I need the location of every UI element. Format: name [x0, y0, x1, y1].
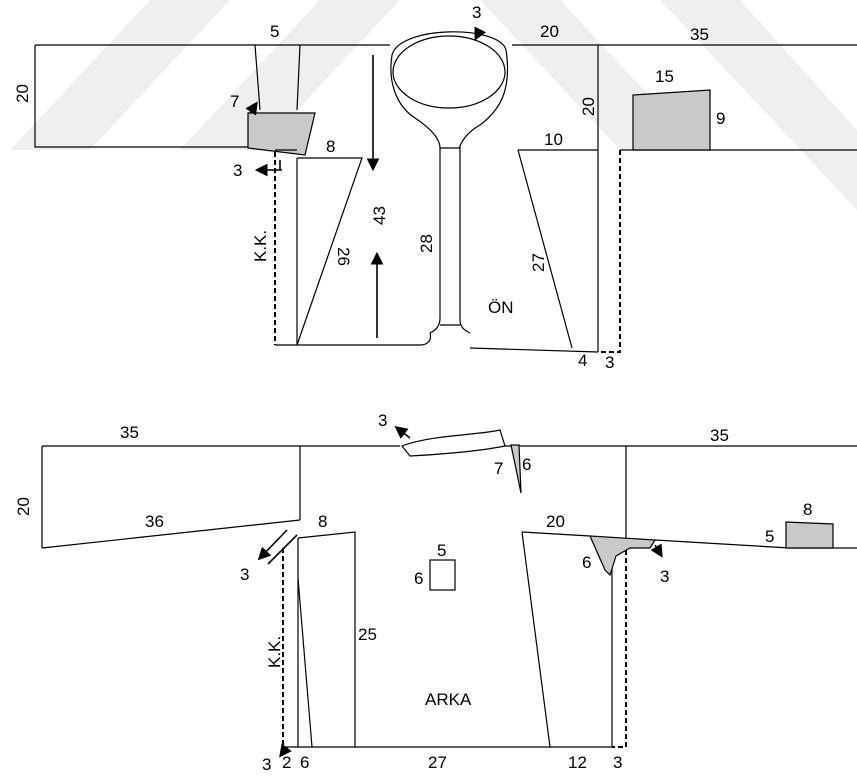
back-label-left-height: 20	[14, 497, 33, 516]
front-pocket-left	[247, 112, 316, 156]
back-label-dart-len: 25	[358, 625, 377, 644]
back-neck-dart	[510, 444, 522, 494]
back-label-side: K.K.	[265, 636, 284, 668]
back-label-sleeve-right: 35	[710, 426, 729, 445]
front-label-length: 43	[370, 206, 389, 225]
front-label-dart-right: 27	[529, 253, 548, 272]
watermark-stripes	[10, 0, 857, 210]
back-pocket	[429, 559, 456, 591]
back-pocket-right	[785, 521, 834, 549]
back-label-bottom-27: 27	[428, 753, 447, 772]
back-label-bottom-6: 6	[300, 753, 309, 772]
front-label-dart-top-right: 10	[544, 130, 563, 149]
front-label-placket: 28	[417, 234, 436, 253]
front-pocket-right	[632, 89, 711, 151]
back-label-bottom-12: 12	[568, 753, 587, 772]
back-label-sleeve-left: 35	[120, 423, 139, 442]
front-piece-name: ÖN	[488, 298, 514, 317]
back-label-bottom-2: 2	[282, 753, 291, 772]
front-label-bottom-4: 4	[578, 351, 587, 370]
front-label-shoulder-right: 20	[540, 22, 559, 41]
front-label-dart-top: 8	[326, 137, 335, 156]
front-piece	[34, 26, 857, 353]
back-label-pocket-right-h: 5	[765, 527, 774, 546]
back-label-collar-arrow: 3	[378, 411, 387, 430]
front-label-arrow-left: 3	[233, 161, 242, 180]
front-label-bottom-3: 3	[605, 353, 614, 372]
back-piece-name: ARKA	[425, 690, 472, 709]
back-gusset	[589, 535, 657, 577]
back-label-pocket-right-w: 8	[803, 500, 812, 519]
back-label-arrow-right: 3	[660, 567, 669, 586]
front-label-sleeve: 35	[690, 25, 709, 44]
back-piece	[41, 426, 857, 758]
front-label-pocket-width: 15	[655, 67, 674, 86]
back-label-dart-top: 8	[318, 512, 327, 531]
back-label-bottom-3a: 3	[262, 755, 271, 774]
back-label-neck-dart-width: 6	[522, 455, 531, 474]
back-label-bottom-3b: 3	[613, 753, 622, 772]
front-collar	[390, 31, 509, 149]
back-label-pocket-w: 5	[437, 541, 446, 560]
front-label-dart-left: 26	[334, 247, 353, 266]
back-label-gusset: 6	[582, 553, 591, 572]
front-label-shoulder: 5	[270, 22, 279, 41]
front-label-pocket-height: 9	[716, 109, 725, 128]
back-label-sleeve-slope: 36	[145, 512, 164, 531]
front-label-right-height: 20	[579, 97, 598, 116]
back-label-pocket-h: 6	[414, 569, 423, 588]
back-label-arrow-left: 3	[240, 565, 249, 584]
back-label-shoulder-right: 20	[546, 512, 565, 531]
front-label-pocket-left: 7	[230, 92, 239, 111]
back-label-neck-dart-len: 7	[494, 459, 503, 478]
back-collar	[401, 429, 506, 457]
front-label-side: K.K.	[251, 230, 270, 262]
front-label-collar: 3	[472, 3, 481, 22]
front-label-left-height: 20	[13, 84, 32, 103]
